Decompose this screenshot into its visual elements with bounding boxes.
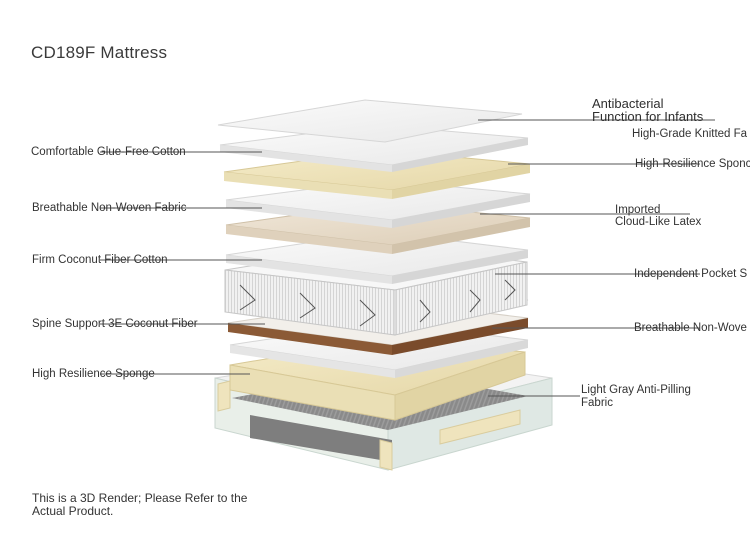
label-anti-pilling-line2: Fabric bbox=[581, 397, 613, 409]
label-non-woven-fabric-right: Breathable Non-Wove bbox=[634, 322, 747, 334]
render-disclaimer: This is a 3D Render; Please Refer to the… bbox=[32, 491, 248, 518]
label-glue-free-cotton: Comfortable Glue-Free Cotton bbox=[31, 146, 186, 158]
page-title: CD189F Mattress bbox=[31, 43, 168, 62]
label-pocket-spring: Independent Pocket S bbox=[634, 268, 748, 280]
label-latex-line2: Cloud-Like Latex bbox=[615, 216, 702, 228]
white-layer-4 bbox=[225, 231, 529, 284]
label-3e-coconut-fiber: Spine Support 3E Coconut Fiber bbox=[32, 318, 198, 330]
label-high-resilience-sponge-left: High Resilience Sponge bbox=[32, 368, 155, 380]
label-high-resilience-sponge-right: High-Resilience Sponc bbox=[635, 158, 750, 170]
label-knitted-fabric: High-Grade Knitted Fa bbox=[632, 128, 748, 140]
label-latex-line1: Imported bbox=[615, 204, 661, 216]
label-non-woven-fabric-left: Breathable Non-Woven Fabric bbox=[32, 202, 187, 214]
top-knitted-fabric-layer bbox=[217, 99, 523, 143]
label-antibacterial-line1: Antibacterial bbox=[592, 96, 664, 111]
leader-lines-left bbox=[100, 151, 265, 375]
label-anti-pilling-line1: Light Gray Anti-Pilling bbox=[581, 384, 691, 396]
label-antibacterial-line2: Function for Infants bbox=[592, 109, 704, 124]
label-coconut-fiber-cotton: Firm Coconut Fiber Cotton bbox=[32, 254, 168, 266]
leader-lines-right bbox=[478, 119, 715, 397]
